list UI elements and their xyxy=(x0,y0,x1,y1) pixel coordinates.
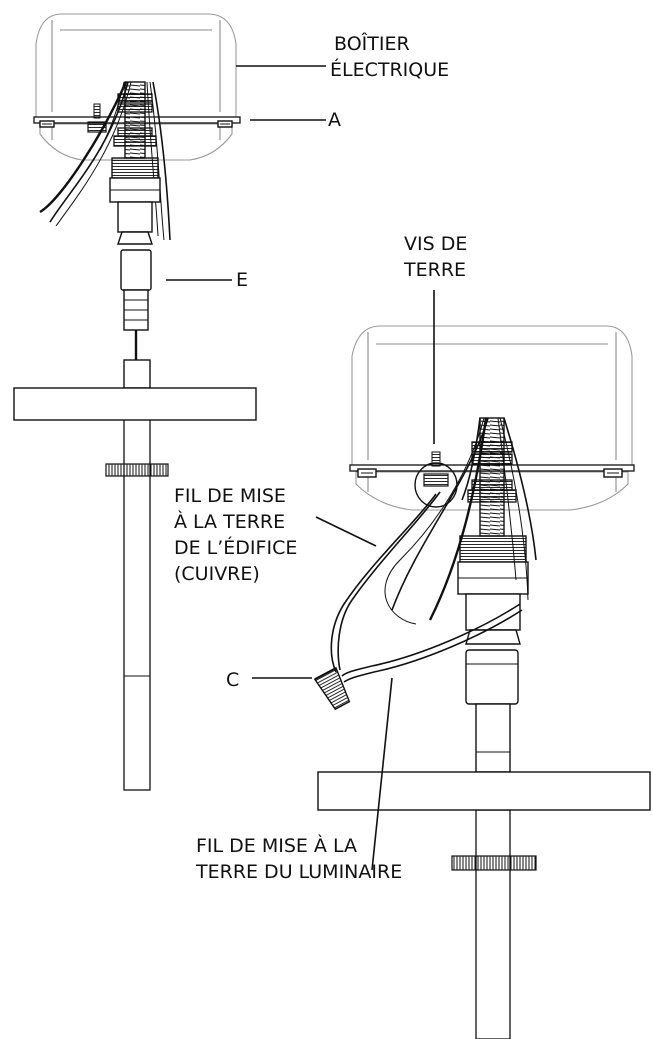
left-wires xyxy=(39,81,171,241)
right-wires xyxy=(384,417,537,625)
right-canopy-plate xyxy=(317,771,651,811)
leader-building-ground xyxy=(315,516,377,547)
left-stem xyxy=(123,359,151,791)
right-knurled-nut xyxy=(451,855,537,871)
label-fixture-ground-2: TERRE DU LUMINAIRE xyxy=(195,861,402,883)
left-ground-screw xyxy=(87,103,107,133)
left-assembly xyxy=(13,13,257,791)
right-stem xyxy=(475,703,511,1039)
wire-nut-c xyxy=(313,667,351,711)
left-knurled-nut xyxy=(105,463,169,477)
left-fitting-e xyxy=(120,249,152,360)
label-ground-screw-2: TERRE xyxy=(403,259,466,281)
leader-fixture-ground xyxy=(371,677,393,871)
label-fixture-ground-1: FIL DE MISE À LA xyxy=(196,834,357,857)
ground-wires xyxy=(330,491,523,683)
label-building-ground-3: DE L’ÉDIFICE xyxy=(174,536,297,559)
right-coupling xyxy=(457,535,529,705)
right-assembly xyxy=(313,325,651,1039)
right-threaded-nipple xyxy=(467,417,517,537)
leader-lines xyxy=(166,65,435,871)
label-building-ground-4: (CUIVRE) xyxy=(174,563,260,585)
label-a: A xyxy=(328,109,341,131)
label-c: C xyxy=(226,669,239,691)
labels: BOÎTIER ÉLECTRIQUE A E VIS DE TERRE FIL … xyxy=(174,32,467,883)
left-coupling xyxy=(109,157,161,245)
label-electrical-box-1: BOÎTIER xyxy=(334,32,410,55)
label-building-ground-2: À LA TERRE xyxy=(174,510,285,533)
label-building-ground-1: FIL DE MISE xyxy=(174,485,286,507)
left-canopy-plate xyxy=(13,387,257,421)
label-electrical-box-2: ÉLECTRIQUE xyxy=(330,58,449,81)
label-ground-screw-1: VIS DE xyxy=(404,233,467,255)
label-e: E xyxy=(236,269,248,291)
